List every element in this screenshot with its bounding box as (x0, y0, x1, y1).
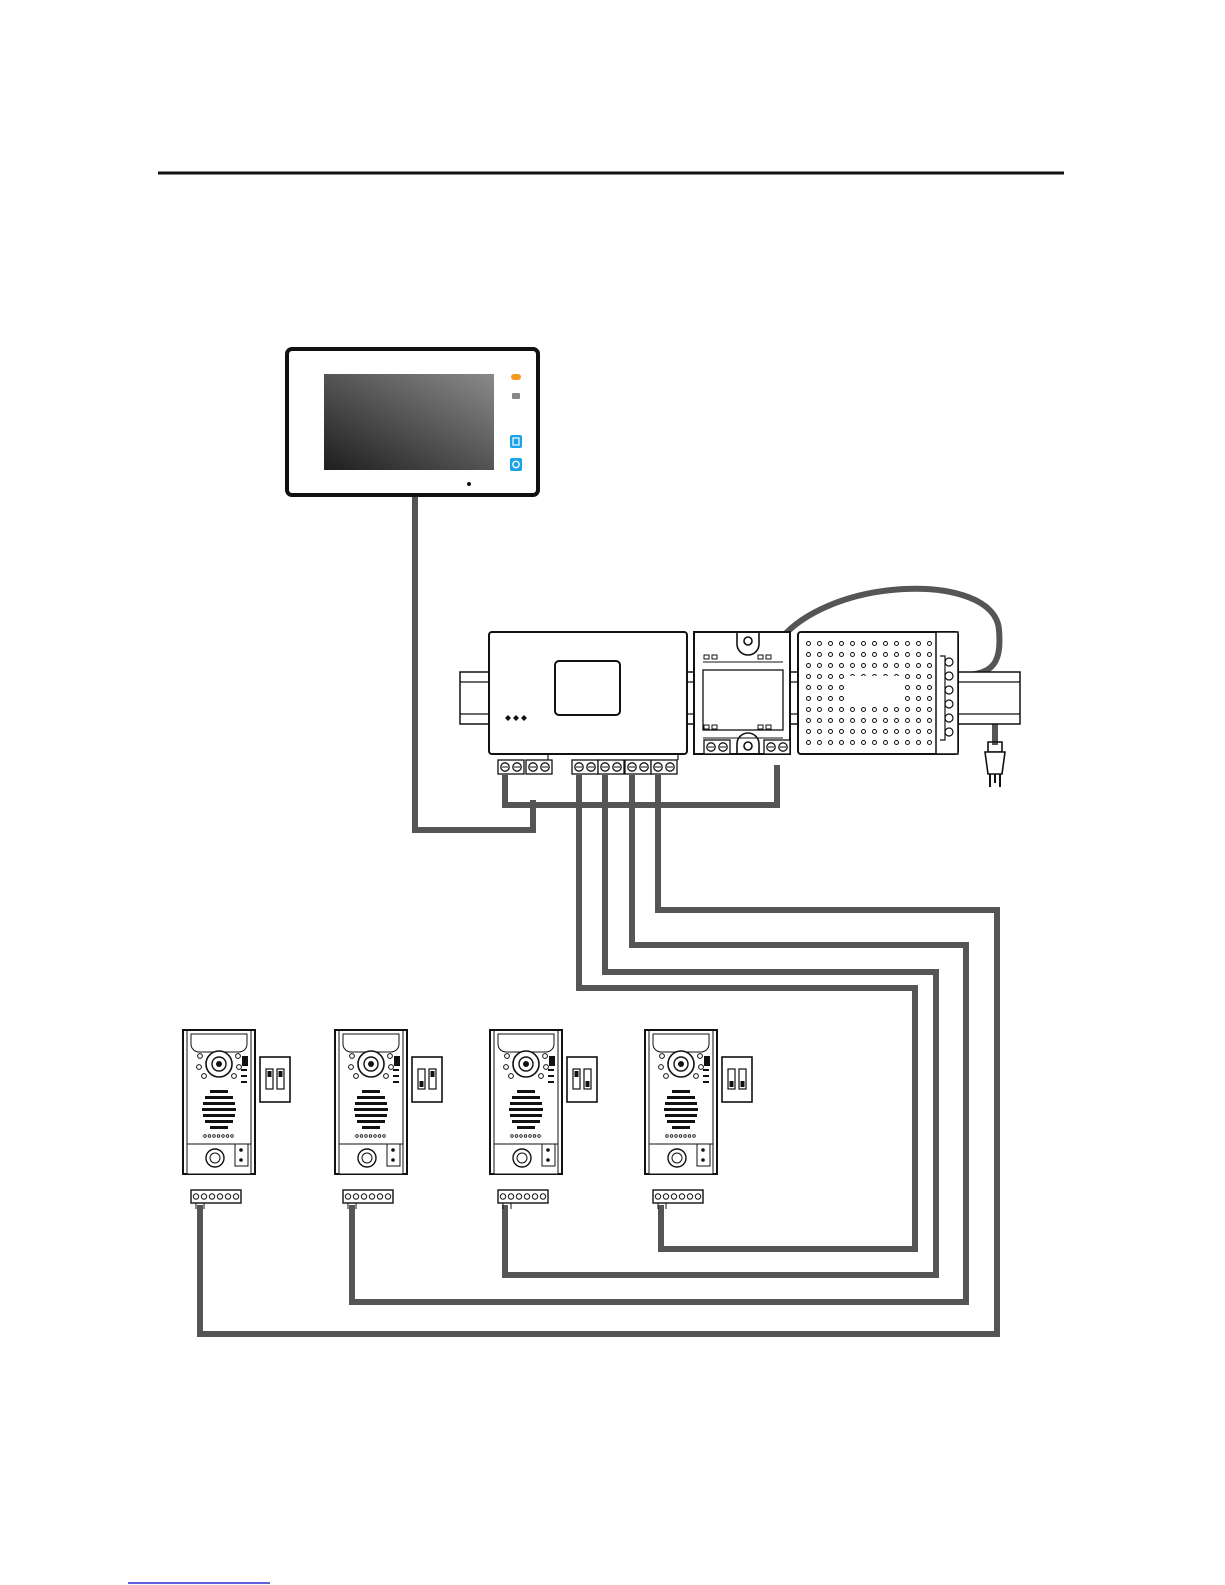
undefined (510, 1102, 542, 1105)
undefined (664, 1108, 698, 1111)
led-indicator (511, 374, 521, 380)
undefined (205, 1096, 233, 1099)
door-station-4 (645, 1030, 752, 1209)
undefined (667, 1120, 695, 1123)
power-supply (798, 632, 958, 754)
plug-icon (985, 742, 1005, 787)
dip-switch-icon (412, 1057, 442, 1102)
undefined (355, 1114, 387, 1117)
undefined (202, 1108, 236, 1111)
undefined (672, 1126, 690, 1129)
distributor-terminals (496, 754, 678, 774)
door-station-1 (183, 1030, 290, 1209)
undefined (205, 1120, 233, 1123)
door-station-2 (335, 1030, 442, 1209)
speaker-icon (362, 1090, 380, 1093)
undefined (203, 1102, 235, 1105)
speaker-icon (672, 1090, 690, 1093)
power-module (694, 632, 790, 754)
mic-slot (512, 393, 520, 399)
undefined (512, 1096, 540, 1099)
distributor-window (555, 661, 620, 715)
power-supply-label-area (844, 676, 902, 704)
undefined (355, 1102, 387, 1105)
distributor (489, 632, 687, 774)
dip-switch-icon (260, 1057, 290, 1102)
distributor-leds (505, 715, 527, 721)
undefined (665, 1102, 697, 1105)
monitor-screen (324, 374, 494, 470)
dip-switch-icon (722, 1057, 752, 1102)
dip-switch-icon (567, 1057, 597, 1102)
undefined (210, 1126, 228, 1129)
undefined (354, 1108, 388, 1111)
undefined (517, 1126, 535, 1129)
undefined (512, 1120, 540, 1123)
undefined (665, 1114, 697, 1117)
door-station-3 (490, 1030, 597, 1209)
undefined (510, 1114, 542, 1117)
intercom-button-icon (510, 435, 522, 448)
door-stations (183, 1030, 752, 1209)
cables (200, 495, 999, 1334)
unlock-button-icon (510, 458, 522, 471)
speaker-icon (210, 1090, 228, 1093)
cable-station-3 (505, 775, 936, 1275)
undefined (203, 1114, 235, 1117)
undefined (667, 1096, 695, 1099)
undefined (509, 1108, 543, 1111)
undefined (357, 1096, 385, 1099)
speaker-icon (517, 1090, 535, 1093)
indoor-monitor (287, 349, 538, 495)
microphone-dot (467, 482, 471, 486)
undefined (357, 1120, 385, 1123)
undefined (362, 1126, 380, 1129)
